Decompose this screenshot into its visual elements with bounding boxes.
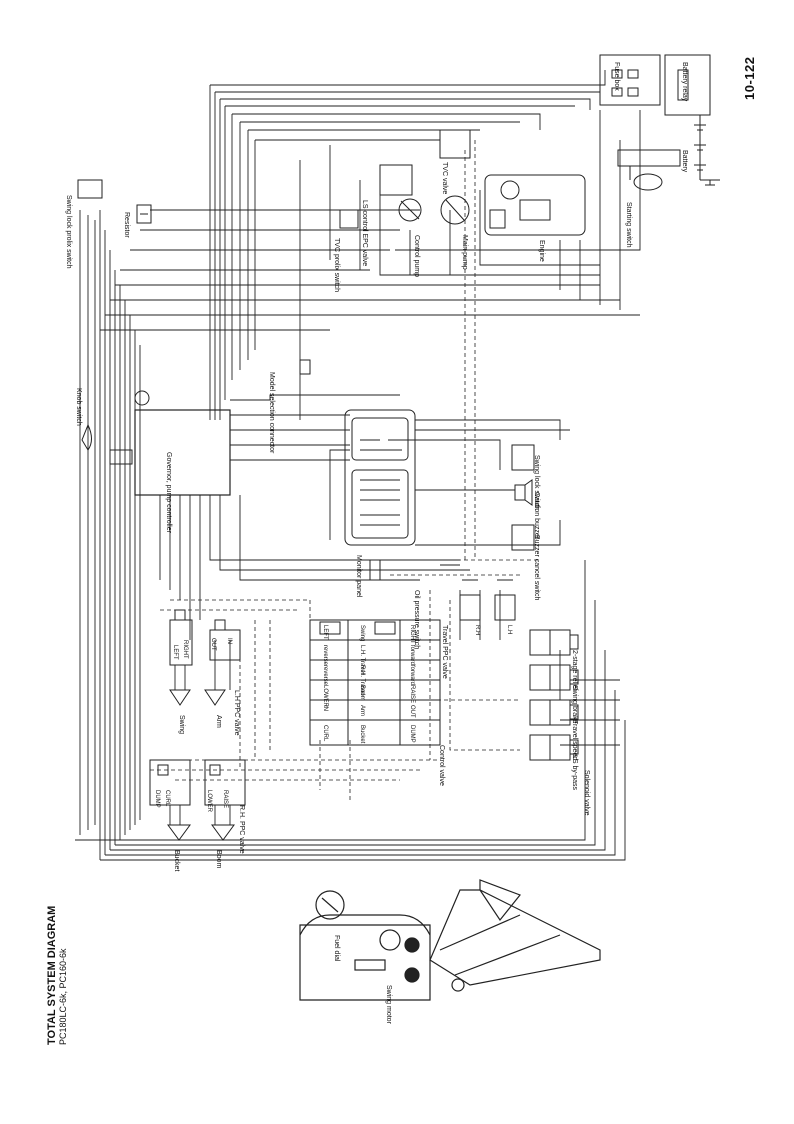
- label-resistor: Resistor: [123, 212, 130, 238]
- label-ls-control-epc-valve: LS control EPC valve: [361, 200, 368, 267]
- label-swing-lock-prolix-switch: Swing lock prolix switch: [65, 195, 72, 269]
- label-model-selection-connector: Model selection connector: [268, 372, 275, 454]
- label-battery: Battery: [681, 150, 688, 173]
- label-main-pump: Main pump: [461, 235, 468, 270]
- ppc-label-in: IN: [226, 638, 232, 644]
- diagram-title: TOTAL SYSTEM DIAGRAM: [46, 905, 58, 1045]
- diagram-title-block: TOTAL SYSTEM DIAGRAM PC180LC-6k, PC160-6…: [46, 906, 68, 1045]
- label-swing-brake: Swing brake: [571, 685, 578, 724]
- control-valve-spool-label: LEFT: [322, 625, 328, 640]
- ppc-label-out: OUT: [210, 638, 216, 651]
- control-valve-spool-label: RAISE: [409, 685, 415, 704]
- control-valve-spool-label: Arm: [359, 705, 365, 716]
- diagram-subtitle: PC180LC-6k, PC160-6k: [58, 948, 68, 1045]
- ppc-label-lower: LOWER: [206, 790, 212, 813]
- label-fuse-box: Fuse box: [613, 62, 620, 91]
- label-two-stage-relief: 2-stage relief: [571, 650, 578, 691]
- control-valve-spool-label: CURL: [322, 725, 328, 742]
- label-lh-ppc-valve: L.H PPC valve: [233, 690, 240, 736]
- ppc-label-lh: L.H: [506, 625, 512, 635]
- label-control-valve: Control valve: [438, 745, 445, 786]
- label-arm: Arm: [215, 715, 222, 728]
- label-solenoid-valve: Solenoid valve: [583, 770, 590, 816]
- label-engine: Engine: [538, 240, 545, 262]
- label-ls-bypass: LS by-pass: [571, 755, 578, 791]
- control-valve-spool-label: forward: [409, 665, 415, 686]
- label-rh-ppc-valve: R.H. PPC valve: [238, 805, 245, 854]
- page-number: 10-122: [742, 56, 757, 100]
- label-swing-motor: Swing motor: [385, 985, 392, 1024]
- ppc-label-raise: RAISE: [222, 790, 228, 809]
- label-starting-switch: Starting switch: [625, 202, 632, 248]
- control-valve-spool-label: LOWER: [322, 685, 328, 708]
- control-valve-spool-label: reverse: [322, 665, 328, 686]
- label-bucket: Bucket: [173, 850, 180, 872]
- label-knob-switch: Knob switch: [75, 388, 82, 426]
- label-fuel-dial: Fuel dial: [333, 935, 340, 962]
- label-travel-speed: Travel speed: [571, 720, 578, 761]
- label-governor-pump-controller: Governor, pump controller: [165, 452, 172, 533]
- control-valve-spool-label: OUT: [409, 705, 415, 718]
- label-battery-relay: Battery relay: [681, 62, 688, 102]
- label-swing: Swing: [178, 715, 185, 735]
- control-valve-spool-label: Bucket: [359, 725, 365, 744]
- label-caution-buzzer: Caution buzzer: [533, 492, 540, 540]
- ppc-label-left: LEFT: [172, 645, 178, 660]
- ppc-label-rh: R.H: [474, 625, 480, 636]
- label-tvc-prolix-switch: TVC prolix switch: [333, 238, 340, 293]
- label-buzzer-cancel-switch: Buzzer cancel switch: [533, 535, 540, 601]
- control-valve-spool-label: Boom: [359, 685, 365, 701]
- ppc-label-dump: DUMP: [154, 790, 160, 808]
- label-tvc-valve: TVC valve: [441, 162, 448, 195]
- ppc-label-right: RIGHT: [182, 640, 188, 659]
- label-control-pump: Control pump: [413, 235, 420, 278]
- control-valve-spool-label: forward: [409, 645, 415, 666]
- label-boom: Boom: [215, 850, 222, 869]
- label-monitor-panel: Monitor panel: [355, 555, 362, 598]
- label-travel-ppc-valve: Travel PPC valve: [441, 625, 448, 679]
- control-valve-spool-label: DUMP: [409, 725, 415, 743]
- control-valve-spool-label: IN: [322, 705, 328, 711]
- control-valve-spool-label: reverse: [322, 645, 328, 666]
- control-valve-spool-label: Swing: [359, 625, 365, 642]
- control-valve-spool-label: RIGHT: [409, 625, 415, 644]
- ppc-label-curl: CURL: [164, 790, 170, 807]
